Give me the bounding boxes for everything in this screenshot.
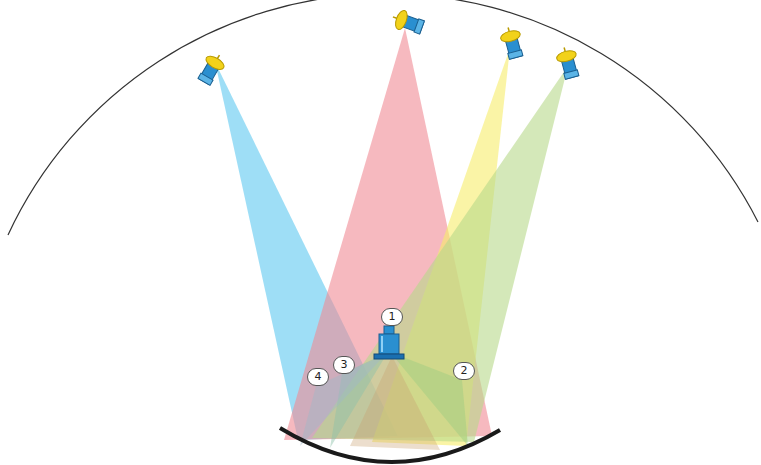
ground-surface (280, 428, 500, 462)
satellite (498, 25, 525, 60)
callout-number: 3 (333, 356, 355, 374)
satellite (389, 7, 425, 36)
receiver-antenna (374, 326, 404, 359)
satellite (195, 50, 228, 87)
callout-number: 2 (453, 362, 475, 380)
reflection-beam (350, 356, 440, 450)
callout-number: 4 (307, 368, 329, 386)
callout-number: 1 (381, 308, 403, 326)
satellite (554, 45, 581, 80)
